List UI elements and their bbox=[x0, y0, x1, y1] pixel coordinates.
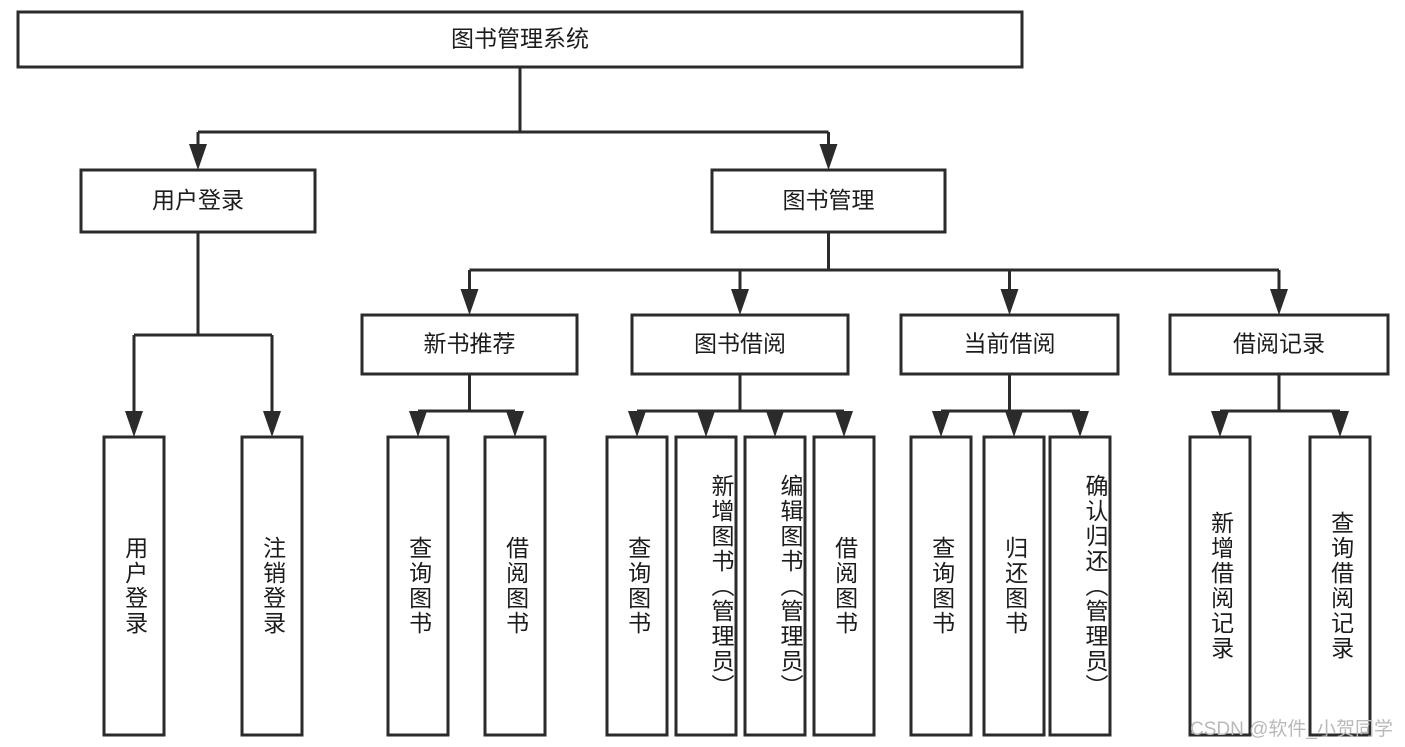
node-box-leaf-confirm-return[interactable] bbox=[1048, 435, 1112, 737]
node-box-leaf-add-book-admin[interactable] bbox=[674, 435, 738, 737]
arrow-head-icon bbox=[731, 289, 749, 315]
arrow-head-icon bbox=[628, 411, 646, 437]
arrow-head-icon bbox=[125, 411, 143, 437]
connector-layer bbox=[125, 67, 1349, 437]
node-box-book-borrow[interactable] bbox=[630, 313, 850, 376]
node-box-leaf-query-book-1[interactable] bbox=[386, 435, 450, 737]
node-box-borrow-record[interactable] bbox=[1168, 313, 1390, 376]
node-label-borrow-record: 借阅记录 bbox=[1233, 331, 1325, 357]
arrow-head-icon bbox=[932, 411, 950, 437]
node-box-leaf-query-book-2[interactable] bbox=[605, 435, 669, 737]
node-box-current-borrow[interactable] bbox=[899, 313, 1120, 376]
node-box-leaf-query-record[interactable] bbox=[1308, 435, 1372, 737]
node-box-leaf-return-book[interactable] bbox=[982, 435, 1046, 737]
arrow-head-icon bbox=[506, 411, 524, 437]
node-box-leaf-borrow-book-1[interactable] bbox=[483, 435, 547, 737]
node-box-leaf-logout[interactable] bbox=[240, 435, 304, 737]
node-box-user-login[interactable] bbox=[79, 168, 317, 234]
arrow-head-icon bbox=[409, 411, 427, 437]
arrow-head-icon bbox=[1005, 411, 1023, 437]
node-box-book-manage[interactable] bbox=[710, 168, 947, 234]
node-label-book-manage: 图书管理 bbox=[783, 187, 875, 213]
node-label-new-book-recommend: 新书推荐 bbox=[424, 331, 516, 357]
arrow-head-icon bbox=[819, 144, 838, 170]
node-box-leaf-add-record[interactable] bbox=[1188, 435, 1252, 737]
watermark-text: CSDN @软件_小贺同学 bbox=[1190, 719, 1393, 740]
node-label-user-login: 用户登录 bbox=[152, 187, 244, 213]
arrow-head-icon bbox=[189, 144, 207, 170]
arrow-head-icon bbox=[1000, 289, 1019, 315]
node-box-leaf-query-book-3[interactable] bbox=[909, 435, 973, 737]
arrow-head-icon bbox=[460, 289, 479, 315]
node-box-root[interactable] bbox=[16, 10, 1024, 69]
arrow-head-icon bbox=[1331, 411, 1349, 437]
node-box-leaf-user-login[interactable] bbox=[102, 435, 166, 737]
node-box-layer bbox=[16, 10, 1390, 737]
node-label-book-borrow: 图书借阅 bbox=[694, 331, 786, 357]
arrow-head-icon bbox=[1211, 411, 1229, 437]
arrow-head-icon bbox=[835, 411, 853, 437]
node-box-leaf-borrow-book-2[interactable] bbox=[812, 435, 876, 737]
node-label-root: 图书管理系统 bbox=[451, 26, 589, 52]
node-box-new-book-recommend[interactable] bbox=[360, 313, 579, 376]
node-box-leaf-edit-book-admin[interactable] bbox=[743, 435, 807, 737]
node-label-current-borrow: 当前借阅 bbox=[964, 331, 1056, 357]
arrow-head-icon bbox=[1071, 411, 1089, 437]
arrow-head-icon bbox=[766, 411, 784, 437]
arrow-head-icon bbox=[263, 411, 281, 437]
arrow-head-icon bbox=[1270, 289, 1288, 315]
arrow-head-icon bbox=[697, 411, 715, 437]
